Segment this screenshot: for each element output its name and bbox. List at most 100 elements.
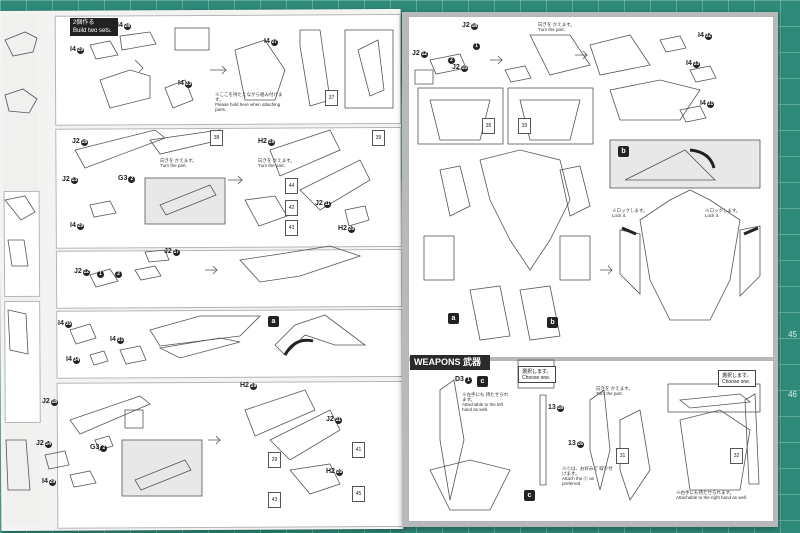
arrow (134, 59, 144, 73)
weapon-drawing (744, 393, 760, 485)
inset-box (144, 177, 226, 225)
part-drawing (69, 470, 97, 488)
inset-box (417, 87, 504, 145)
sticker-marker: 41 (352, 442, 365, 458)
note-right-hand: ※右手にも持たせられます。Attachable to the right han… (676, 490, 748, 500)
choose-one-box: 選択します。Choose one. (518, 366, 556, 383)
note-attach: ※Ⓒは、お好みで 取り付けます。Attach the Ⓒ as preferre… (562, 466, 613, 486)
part-drawing (7, 239, 29, 267)
sticker-marker: 37 (325, 90, 338, 106)
choose-one-box: 選択します。Choose one. (718, 370, 756, 387)
arrow (575, 50, 588, 60)
sticker-marker: 45 (352, 486, 365, 502)
sticker-marker: 29 (268, 452, 281, 468)
weapons-header: WEAPONS 武器 (410, 355, 490, 370)
weapon-drawing (439, 379, 465, 501)
note-turn: 向きを かえます。Turn the part. (258, 158, 295, 168)
label-a: a (448, 313, 459, 324)
label-a: a (268, 316, 279, 327)
part-drawing (69, 395, 151, 435)
part-drawing (5, 439, 31, 491)
note-lock: ※ロックします。Lock it. (705, 208, 741, 218)
part-drawing (244, 389, 316, 437)
step-number: 1 (472, 42, 480, 50)
part-drawing (414, 69, 434, 85)
step-number: 1 (96, 270, 104, 278)
part-drawing (7, 309, 29, 355)
note-hold: ※ここを持たえながら組み付けます。Please hold here when a… (215, 92, 283, 112)
lock-arrow (743, 226, 759, 236)
arrow (208, 435, 221, 445)
weapon-drawing (539, 394, 547, 486)
sticker-marker: 38 (210, 130, 223, 146)
part-drawing (134, 265, 162, 281)
part-drawing (69, 323, 97, 345)
robot-drawing (469, 285, 511, 341)
part-drawing (134, 459, 192, 491)
inset-box (507, 87, 594, 145)
step-header-title: 2個作る (73, 20, 95, 26)
part-drawing (504, 65, 532, 83)
weapons-panel (408, 360, 774, 522)
sticker-marker: 33 (518, 118, 531, 134)
robot-drawing (479, 149, 571, 271)
part-drawing (149, 315, 261, 347)
robot-drawing (559, 165, 591, 217)
sticker-marker: 39 (372, 130, 385, 146)
part-drawing (689, 65, 717, 83)
part-drawing (529, 34, 591, 76)
lock-arrow (621, 226, 637, 236)
label-c: c (477, 376, 488, 387)
arrow (210, 65, 227, 75)
step-number: 2 (114, 270, 122, 278)
part-drawing (89, 200, 117, 218)
note-turn: 向きを かえます。Turn the part. (596, 386, 633, 396)
label-c: c (524, 490, 535, 501)
part-drawing (299, 29, 331, 107)
robot-drawing (519, 285, 561, 341)
part-drawing (89, 40, 119, 60)
part-drawing (244, 195, 288, 227)
part-drawing (164, 79, 194, 109)
sticker-marker: 43 (285, 220, 298, 236)
step-header: 2個作る Build two sets. (70, 18, 118, 36)
robot-drawing (739, 225, 761, 297)
label-b: b (618, 146, 629, 157)
step-number: 2 (447, 56, 455, 64)
part-drawing (269, 409, 341, 461)
part-drawing (299, 159, 371, 211)
part-drawing (4, 195, 36, 221)
part-drawing (89, 268, 119, 288)
part-drawing (234, 39, 286, 101)
part-drawing (357, 39, 385, 97)
note-lock: ※ロックします。Lock it. (612, 208, 648, 218)
label-b: b (547, 317, 558, 328)
part-drawing (89, 350, 109, 366)
part-drawing (99, 69, 151, 109)
ruler-mark: 45 (788, 330, 797, 339)
part-drawing (659, 35, 687, 53)
part-drawing (4, 88, 38, 114)
inset-box (124, 409, 144, 429)
rotate-arrow (689, 148, 716, 169)
